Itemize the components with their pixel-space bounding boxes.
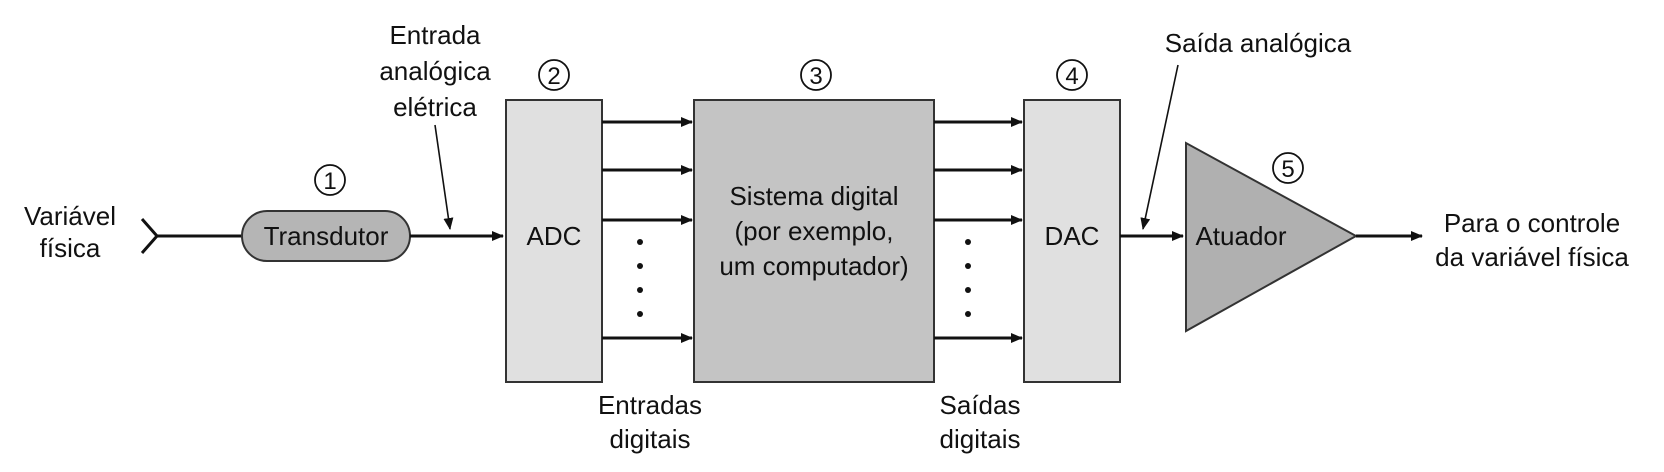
step-5-circle xyxy=(1272,152,1304,184)
digital-outputs-label: Saídas digitais xyxy=(940,390,1021,454)
transducer-label: Transdutor xyxy=(264,221,389,251)
digital-system-line-3: um computador) xyxy=(719,251,908,281)
step-2-circle xyxy=(538,59,570,91)
analog-output-label: Saída analógica xyxy=(1165,28,1352,58)
step-4-circle xyxy=(1056,59,1088,91)
analog-output-pointer xyxy=(1140,64,1179,230)
digital-input-ellipsis xyxy=(637,239,643,317)
adc-block xyxy=(505,99,603,383)
dac-label: DAC xyxy=(1045,221,1100,251)
adc-label: ADC xyxy=(527,221,582,251)
electrical-input-pointer xyxy=(434,124,454,230)
electrical-input-line-1: Entrada xyxy=(389,20,481,50)
digital-system-block xyxy=(693,99,935,383)
step-1-circle xyxy=(314,164,346,196)
step-5-number: 5 xyxy=(1281,156,1294,183)
actuator-label: Atuador xyxy=(1195,221,1286,251)
control-output-line-1: Para o controle xyxy=(1444,208,1620,238)
step-4-number: 4 xyxy=(1065,63,1078,90)
digital-outputs-line-2: digitais xyxy=(940,424,1021,454)
digital-inputs-label: Entradas digitais xyxy=(598,390,702,454)
control-output-label: Para o controle da variável física xyxy=(1435,208,1629,272)
step-3-circle xyxy=(800,59,832,91)
dac-block xyxy=(1023,99,1121,383)
digital-outputs-line-1: Saídas xyxy=(940,390,1021,420)
input-variable-label: Variável física xyxy=(24,201,116,263)
electrical-input-line-3: elétrica xyxy=(393,92,477,122)
step-2-number: 2 xyxy=(547,63,560,90)
input-variable-line-2: física xyxy=(40,233,101,263)
actuator-block xyxy=(1185,141,1359,333)
digital-inputs-line-1: Entradas xyxy=(598,390,702,420)
control-output-line-2: da variável física xyxy=(1435,242,1629,272)
electrical-input-label: Entrada analógica elétrica xyxy=(379,20,491,122)
input-chevron xyxy=(140,218,160,254)
step-1-number: 1 xyxy=(323,168,336,195)
digital-system-line-2: (por exemplo, xyxy=(735,216,894,246)
digital-output-ellipsis xyxy=(965,239,971,317)
electrical-input-line-2: analógica xyxy=(379,56,491,86)
digital-system-line-1: Sistema digital xyxy=(729,181,898,211)
input-variable-line-1: Variável xyxy=(24,201,116,231)
step-3-number: 3 xyxy=(809,63,822,90)
digital-inputs-line-2: digitais xyxy=(610,424,691,454)
